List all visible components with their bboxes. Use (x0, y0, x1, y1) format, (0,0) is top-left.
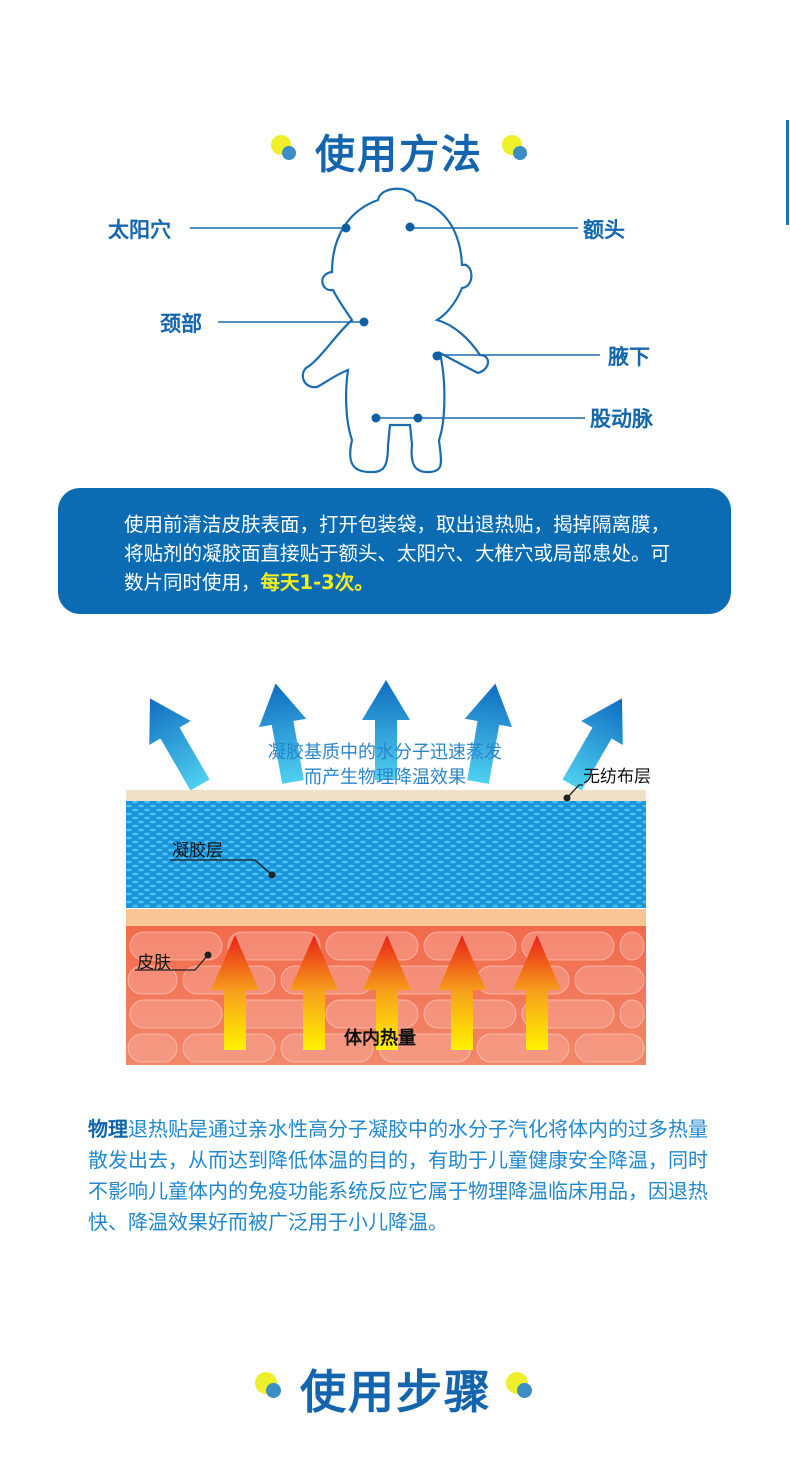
evaporation-arrow (362, 680, 410, 780)
cooling-diagram (126, 680, 646, 1065)
caption-line-1: 凝胶基质中的水分子迅速蒸发 (268, 742, 502, 763)
instructions-frequency: 每天1-3次。 (260, 571, 374, 594)
caption-line-2: 而产生物理降温效果 (304, 767, 466, 788)
skin-surface-layer (126, 909, 646, 926)
instructions-body: 使用前清洁皮肤表面，打开包装袋，取出退热贴，揭掉隔离膜，将贴剂的凝胶面直接贴于额… (124, 513, 671, 594)
evaporation-arrows (149, 680, 623, 791)
skin-cell (127, 965, 178, 995)
label-temple: 太阳穴 (108, 218, 171, 242)
skin-cell (619, 931, 645, 961)
pointer-lines (190, 227, 600, 419)
skin-pointer (135, 954, 209, 971)
gel-dot (268, 871, 276, 879)
heat-arrow (211, 935, 259, 1050)
gel-layer (126, 801, 646, 908)
title-dot-blue-left (266, 1383, 281, 1398)
title-dot-blue-left (282, 146, 296, 160)
skin-cell (127, 1033, 178, 1063)
label-gel-layer: 凝胶层 (172, 841, 223, 861)
skin-cell (129, 999, 223, 1029)
label-skin: 皮肤 (137, 953, 171, 973)
label-forehead: 额头 (583, 218, 625, 242)
baby-figure (190, 187, 600, 474)
skin-cell (521, 931, 615, 961)
heat-arrow (290, 935, 338, 1050)
nonwoven-layer (126, 790, 646, 801)
gel-pointer (170, 859, 273, 876)
skin-cell (325, 931, 419, 961)
section-title: 使用步骤 (300, 1365, 492, 1419)
description-body: 退热贴是通过亲水性高分子凝胶中的水分子汽化将体内的过多热量散发出去，从而达到降低… (88, 1117, 708, 1234)
point-forehead (405, 222, 415, 232)
skin-cell (574, 965, 645, 995)
evaporation-arrow (149, 698, 210, 791)
point-femoral-right (413, 413, 423, 423)
skin-cell (574, 1033, 645, 1063)
label-nonwoven-layer: 无纺布层 (583, 767, 651, 787)
nonwoven-dot (563, 794, 571, 802)
label-neck: 颈部 (160, 312, 202, 336)
skin-cell (476, 1033, 570, 1063)
evaporation-arrow (464, 683, 513, 784)
heat-arrow (363, 935, 411, 1050)
skin-dot (204, 951, 212, 959)
point-femoral-left (371, 413, 381, 423)
nonwoven-pointer (566, 784, 583, 799)
evaporation-arrow (258, 683, 307, 784)
diagram-caption: 凝胶基质中的水分子迅速蒸发 而产生物理降温效果 (250, 740, 520, 790)
baby-outline (301, 187, 490, 474)
edge-accent-bar (786, 120, 789, 225)
evaporation-arrow (562, 698, 623, 791)
label-armpit: 腋下 (608, 345, 650, 369)
description-paragraph: 物理退热贴是通过亲水性高分子凝胶中的水分子汽化将体内的过多热量散发出去，从而达到… (88, 1114, 718, 1238)
skin-cell (129, 931, 223, 961)
point-armpit (432, 351, 442, 361)
description-lead: 物理 (88, 1117, 128, 1141)
point-temple (341, 223, 351, 233)
instructions-text: 使用前清洁皮肤表面，打开包装袋，取出退热贴，揭掉隔离膜，将贴剂的凝胶面直接贴于额… (124, 510, 684, 597)
heat-arrow (513, 935, 561, 1050)
label-body-heat: 体内热量 (344, 1028, 416, 1049)
heat-arrows (211, 935, 561, 1050)
heat-arrow (438, 935, 486, 1050)
skin-cell (227, 931, 321, 961)
page-title: 使用方法 (315, 132, 483, 178)
skin-cell (619, 999, 645, 1029)
title-dot-blue-right (513, 146, 527, 160)
title-dot-blue-right (517, 1383, 532, 1398)
label-femoral-artery: 股动脉 (590, 407, 653, 431)
point-neck (359, 317, 369, 327)
instructions-box: 使用前清洁皮肤表面，打开包装袋，取出退热贴，揭掉隔离膜，将贴剂的凝胶面直接贴于额… (58, 488, 731, 614)
